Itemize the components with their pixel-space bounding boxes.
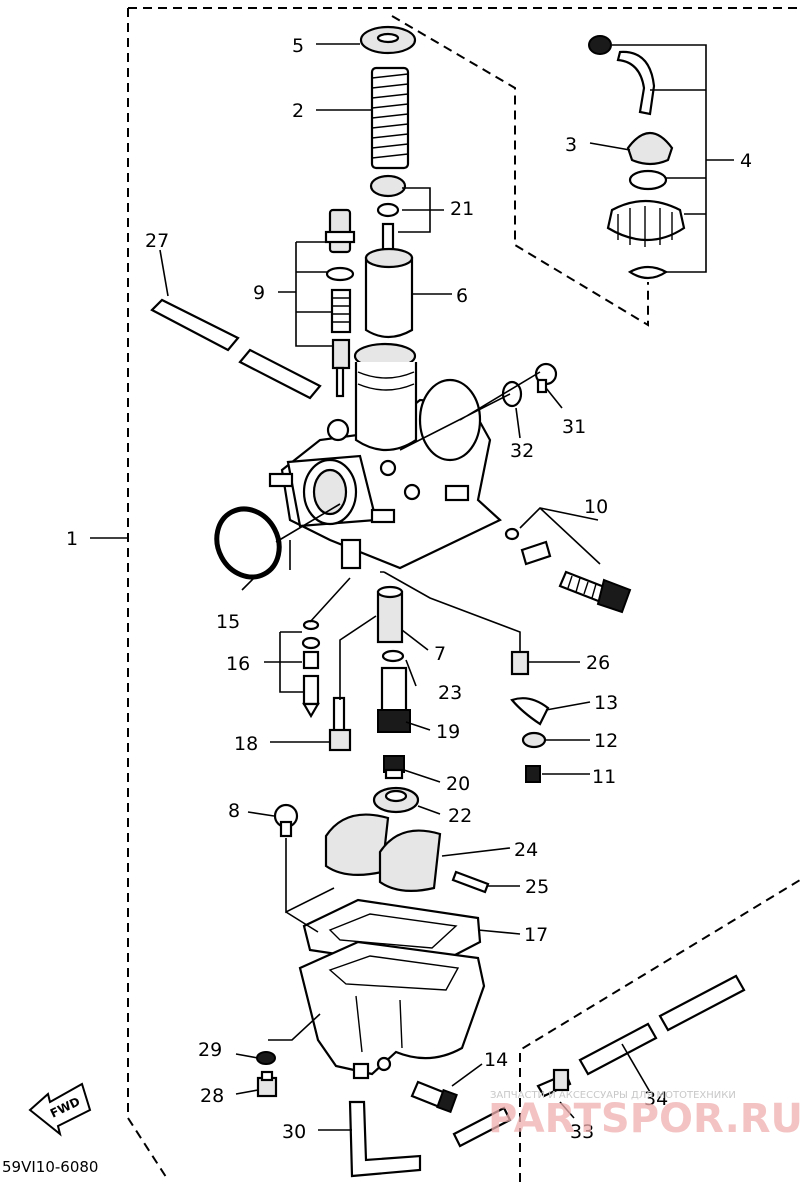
label-25: 25 <box>525 876 549 898</box>
part-6-throttle-valve <box>364 247 414 339</box>
label-11: 11 <box>592 766 616 788</box>
label-24: 24 <box>514 839 538 861</box>
label-15: 15 <box>216 611 240 633</box>
part-25-float-pin <box>451 870 490 894</box>
callout-labels: 5 2 3 4 21 27 9 6 31 32 10 1 15 16 7 26 … <box>66 35 752 1143</box>
part-26-valve-seat <box>510 650 530 676</box>
label-6: 6 <box>456 285 468 307</box>
part-2-spring <box>370 66 410 170</box>
label-5: 5 <box>292 35 304 57</box>
label-34: 34 <box>644 1088 668 1110</box>
label-16: 16 <box>226 653 250 675</box>
label-22: 22 <box>448 805 472 827</box>
part-9-starter-plunger-set <box>324 208 356 398</box>
label-29: 29 <box>198 1039 222 1061</box>
part-20-main-jet <box>383 755 405 780</box>
label-10: 10 <box>584 496 608 518</box>
label-19: 19 <box>436 721 460 743</box>
fwd-arrow-icon: FWD <box>28 1082 92 1137</box>
label-18: 18 <box>234 733 258 755</box>
part-21-needle-set <box>369 174 407 256</box>
part-29-washer <box>256 1051 276 1065</box>
label-23: 23 <box>438 682 462 704</box>
part-30-drain-hose <box>348 1100 512 1178</box>
leader-lines <box>90 43 734 1131</box>
label-12: 12 <box>594 730 618 752</box>
label-2: 2 <box>292 100 304 122</box>
part-15-o-ring <box>214 506 282 580</box>
label-32: 32 <box>510 440 534 462</box>
label-3: 3 <box>565 134 577 156</box>
part-4-starter-assembly <box>588 35 686 280</box>
part-10-throttle-screw-set <box>504 527 632 614</box>
label-1: 1 <box>66 528 78 550</box>
part-11-screw <box>525 765 541 783</box>
drawing-code: 59VI10-6080 <box>2 1158 98 1176</box>
watermark-logo: PARTSPOR.RU <box>488 1096 800 1142</box>
label-17: 17 <box>524 924 548 946</box>
label-26: 26 <box>586 652 610 674</box>
part-19-main-nozzle <box>377 666 411 733</box>
label-9: 9 <box>253 282 265 304</box>
float-bowl <box>298 940 486 1080</box>
label-7: 7 <box>434 643 446 665</box>
label-31: 31 <box>562 416 586 438</box>
part-16-pilot-screw-set <box>301 619 321 719</box>
carburetor-body <box>268 342 502 570</box>
part-13-plate <box>510 697 550 726</box>
part-8-screw <box>273 803 299 838</box>
label-20: 20 <box>446 773 470 795</box>
assembly-border <box>127 7 800 1182</box>
part-34-vent-hose <box>578 974 746 1076</box>
part-7-needle-jet <box>376 585 404 644</box>
part-27-hose <box>150 298 322 400</box>
label-21: 21 <box>450 198 474 220</box>
watermark-tagline: ЗАПЧАСТИ И АКСЕССУАРЫ ДЛЯ МОТОТЕХНИКИ <box>490 1090 736 1101</box>
part-12-washer <box>521 731 547 749</box>
label-4: 4 <box>740 150 752 172</box>
label-14: 14 <box>484 1049 508 1071</box>
label-8: 8 <box>228 800 240 822</box>
part-28-drain-screw <box>256 1070 278 1098</box>
label-13: 13 <box>594 692 618 714</box>
part-14-drain-fitting <box>410 1080 458 1114</box>
part-18-pilot-jet <box>328 696 352 752</box>
label-30: 30 <box>282 1121 306 1143</box>
watermark: ЗАПЧАСТИ И АКСЕССУАРЫ ДЛЯ МОТОТЕХНИКИ PA… <box>488 1090 800 1142</box>
part-24-float <box>324 813 442 893</box>
part-5-washer <box>359 25 417 55</box>
label-33: 33 <box>570 1121 594 1143</box>
label-28: 28 <box>200 1085 224 1107</box>
part-31-screw <box>534 362 558 394</box>
part-22-baffle <box>372 786 420 814</box>
part-3-cap <box>626 132 674 166</box>
part-23-o-ring <box>381 649 405 663</box>
part-33-joint <box>536 1068 572 1098</box>
label-27: 27 <box>145 230 169 252</box>
